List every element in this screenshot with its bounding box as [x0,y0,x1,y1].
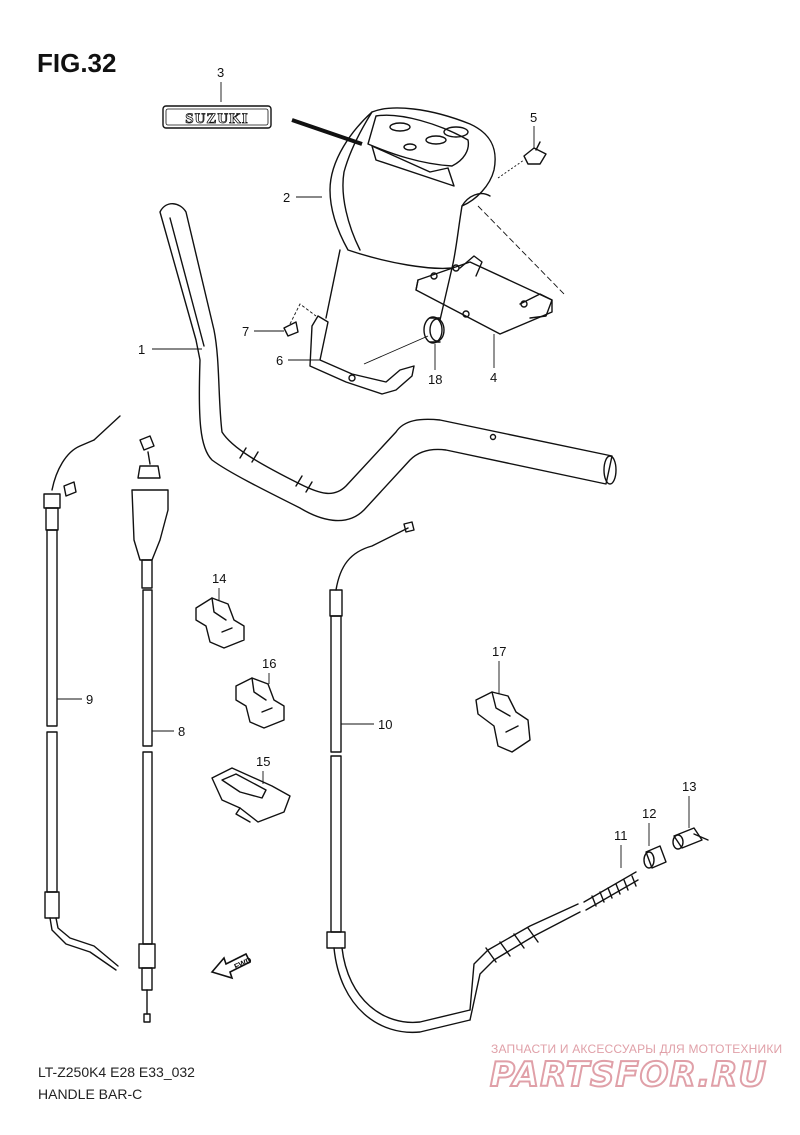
callout-8: 8 [152,724,185,739]
callout-14: 14 [212,571,226,600]
pin-part-13 [672,827,709,850]
svg-text:5: 5 [530,110,537,125]
emblem-part-3: SUZUKI [162,105,272,129]
sleeve-part-12 [643,845,667,869]
figure-title: FIG.32 [37,48,117,78]
callout-10: 10 [341,717,392,732]
callout-1: 1 [138,342,202,357]
svg-text:14: 14 [212,571,226,586]
svg-text:2: 2 [283,190,290,205]
wire-clip-part-15 [211,767,291,823]
bracket-part-4 [415,205,567,335]
screw-part-5 [497,141,547,179]
svg-text:8: 8 [178,724,185,739]
watermark-tagline: ЗАПЧАСТИ И АКСЕССУАРЫ ДЛЯ МОТОТЕХНИКИ [491,1042,783,1056]
svg-text:10: 10 [378,717,392,732]
callout-13: 13 [682,779,696,828]
clamp-part-17 [475,691,531,753]
callout-6: 6 [276,353,320,368]
emblem-arrow [291,118,363,146]
callout-7: 7 [242,324,284,339]
cable-part-9 [43,415,121,971]
model-code: LT-Z250K4 E28 E33_032 [38,1064,195,1080]
callout-2: 2 [283,190,322,205]
callout-18: 18 [428,344,442,387]
fwd-arrow-text: FWD [233,955,254,971]
callout-16: 16 [262,656,276,684]
fwd-arrow: FWD [210,952,254,980]
callout-15: 15 [256,754,270,784]
svg-text:6: 6 [276,353,283,368]
emblem-text: SUZUKI [185,111,249,127]
svg-text:18: 18 [428,372,442,387]
cable-part-10 [326,521,471,1034]
svg-text:9: 9 [86,692,93,707]
svg-text:1: 1 [138,342,145,357]
handlebar-cover-part-2 [325,107,496,321]
callout-11: 11 [614,828,628,868]
watermark-logo-text: PARTSFOR.RU [490,1055,767,1095]
handlebar-part-1 [159,203,617,522]
svg-text:12: 12 [642,806,656,821]
grommet-part-18 [423,316,445,344]
svg-text:16: 16 [262,656,276,671]
svg-text:3: 3 [217,65,224,80]
callout-17: 17 [492,644,506,694]
section-name: HANDLE BAR-C [38,1086,143,1102]
lower-bracket-part-6 [309,315,429,395]
svg-text:4: 4 [490,370,497,385]
callout-5: 5 [530,110,537,148]
callout-9: 9 [57,692,93,707]
cable-part-8 [131,435,169,1023]
svg-text:11: 11 [614,828,628,843]
small-screw-part-7 [283,303,317,337]
clamp-part-14 [195,597,245,649]
clamp-part-16 [235,677,285,729]
svg-text:15: 15 [256,754,270,769]
svg-text:13: 13 [682,779,696,794]
watermark-logo: PARTSFOR.RU [489,1054,767,1096]
callout-3: 3 [217,65,224,102]
callout-12: 12 [642,806,656,846]
cable-part-11 [469,871,639,1021]
svg-text:17: 17 [492,644,506,659]
callout-4: 4 [490,334,497,385]
svg-text:7: 7 [242,324,249,339]
